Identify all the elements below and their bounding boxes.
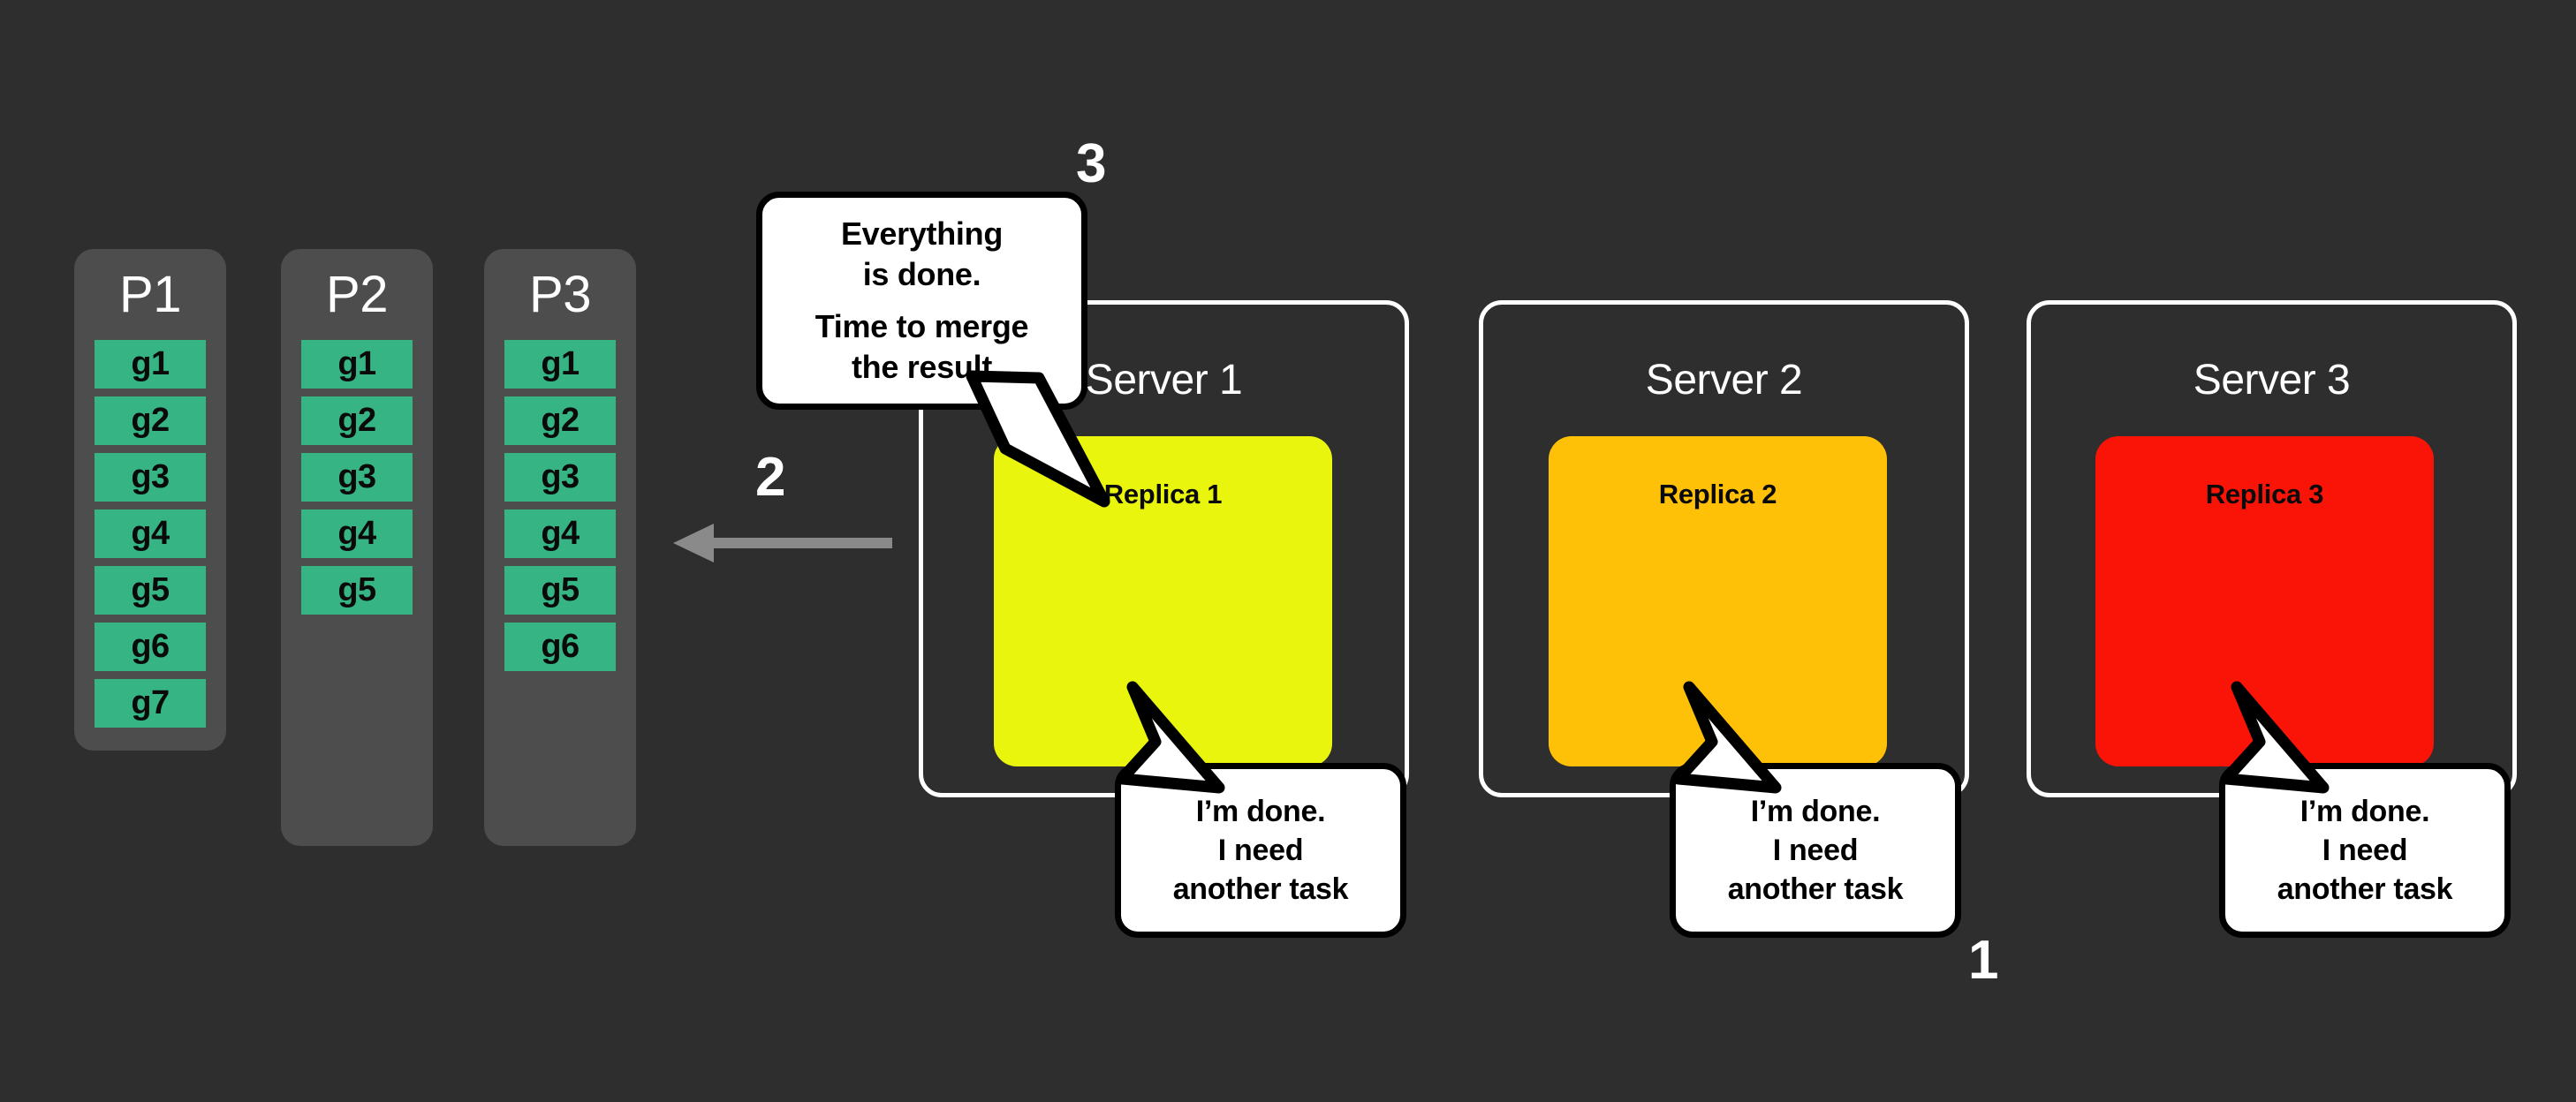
task-block: g4 — [95, 509, 206, 558]
bubble-line: another task — [2277, 872, 2453, 907]
speech-bubble-tail-task-2 — [1672, 681, 1782, 794]
speech-bubble-tail-task-1 — [1116, 681, 1225, 794]
task-block: g4 — [504, 509, 616, 558]
server-title: Server 3 — [2193, 357, 2351, 404]
step-number-2: 2 — [755, 447, 785, 508]
task-block: g2 — [504, 396, 616, 445]
bubble-line: I need — [1772, 833, 1859, 867]
task-block: g5 — [95, 565, 206, 615]
step-number-1: 1 — [1968, 930, 1998, 991]
partition-card-p2: P2 g1 g2 g3 g4 g5 — [281, 249, 433, 846]
speech-bubble-task-2: I’m done. I need another task — [1670, 763, 1961, 938]
task-block: g5 — [504, 565, 616, 615]
replica-box-1: Replica 1 — [994, 436, 1332, 766]
task-block: g1 — [301, 339, 413, 389]
task-block: g5 — [301, 565, 413, 615]
task-block: g4 — [301, 509, 413, 558]
bubble-line: another task — [1172, 872, 1349, 907]
replica-label: Replica 2 — [1658, 479, 1777, 509]
task-block-list: g1 g2 g3 g4 g5 g6 g7 — [74, 339, 226, 728]
partition-card-p3: P3 g1 g2 g3 g4 g5 g6 — [484, 249, 636, 846]
task-block: g6 — [504, 622, 616, 671]
speech-bubble-tail-task-3 — [2220, 681, 2330, 794]
replica-label: Replica 1 — [1103, 479, 1223, 509]
speech-bubble-task-3: I’m done. I need another task — [2219, 763, 2511, 938]
bubble-line: I’m done. — [2299, 794, 2430, 828]
bubble-line: I need — [2322, 833, 2408, 867]
replica-box-2: Replica 2 — [1549, 436, 1887, 766]
bubble-line: Everything — [840, 215, 1004, 253]
task-block: g3 — [301, 452, 413, 502]
partition-card-p1: P1 g1 g2 g3 g4 g5 g6 g7 — [74, 249, 226, 751]
step-number-3: 3 — [1076, 133, 1106, 194]
task-block: g7 — [95, 678, 206, 728]
task-block: g2 — [301, 396, 413, 445]
replica-label: Replica 3 — [2205, 479, 2324, 509]
bubble-line: is done. — [862, 256, 981, 293]
bubble-line: I need — [1217, 833, 1304, 867]
task-block: g6 — [95, 622, 206, 671]
bubble-line: Time to merge — [814, 307, 1029, 344]
task-block-list: g1 g2 g3 g4 g5 — [281, 339, 433, 615]
task-block-list: g1 g2 g3 g4 g5 g6 — [484, 339, 636, 671]
task-block: g3 — [95, 452, 206, 502]
server-title: Server 2 — [1645, 357, 1803, 404]
bubble-line: another task — [1727, 872, 1904, 907]
partition-title: P3 — [529, 266, 591, 323]
speech-bubble-merge: Everything is done. Time to merge the re… — [756, 192, 1087, 410]
task-block: g1 — [95, 339, 206, 389]
task-block: g1 — [504, 339, 616, 389]
task-block: g2 — [95, 396, 206, 445]
speech-bubble-task-1: I’m done. I need another task — [1115, 763, 1406, 938]
server-title: Server 1 — [1085, 357, 1243, 404]
partition-title: P1 — [119, 266, 181, 323]
merge-arrow-left-icon — [673, 524, 892, 562]
speech-bubble-tail-merge — [966, 370, 1110, 508]
bubble-line: I’m done. — [1195, 794, 1326, 828]
bubble-line: I’m done. — [1750, 794, 1881, 828]
task-block: g3 — [504, 452, 616, 502]
partition-title: P2 — [326, 266, 388, 323]
